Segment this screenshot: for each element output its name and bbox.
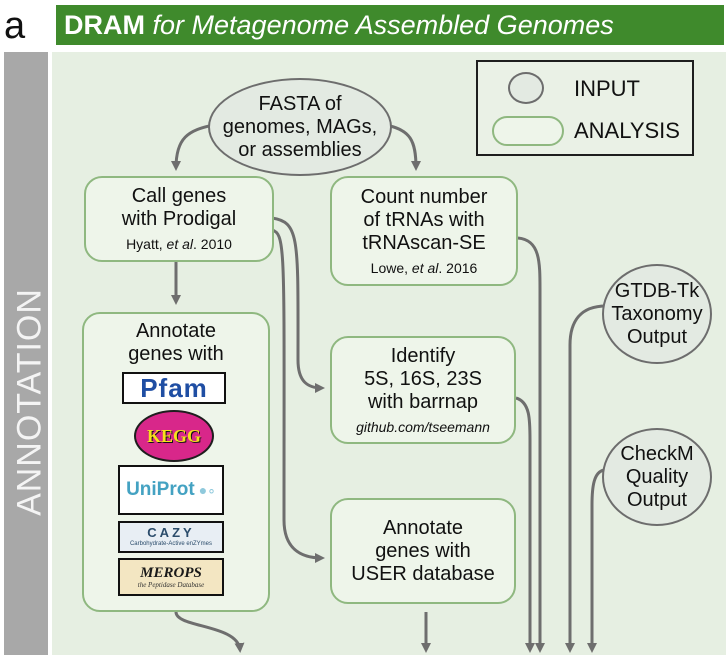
barrnap-cite-url: github.com/tseemann bbox=[356, 418, 490, 435]
legend-analysis-label: ANALYSIS bbox=[574, 118, 680, 143]
kegg-logo: KEGG bbox=[134, 410, 214, 462]
checkm-quality-node: CheckM Quality Output bbox=[602, 428, 712, 526]
kegg-logo-text: KEGG bbox=[146, 425, 201, 446]
uniprot-logo-text: UniProt bbox=[126, 479, 195, 500]
arrow-gtdb-down bbox=[565, 304, 607, 653]
merops-logo-subtitle: the Peptidase Database bbox=[137, 580, 205, 589]
barrnap-node: Identify 5S, 16S, 23S with barrnap githu… bbox=[330, 336, 516, 444]
user-database-node: Annotate genes with USER database bbox=[330, 498, 516, 604]
barrnap-citation: github.com/tseemann bbox=[356, 418, 490, 436]
barrnap-line-2: 5S, 16S, 23S bbox=[364, 367, 482, 390]
userdb-line-3: USER database bbox=[351, 562, 495, 585]
title-bold: DRAM bbox=[64, 10, 145, 40]
prodigal-node: Call genes with Prodigal Hyatt, et al. 2… bbox=[84, 176, 274, 262]
prodigal-line-1: Call genes bbox=[131, 185, 227, 207]
arrow-fasta-to-prodigal bbox=[171, 123, 215, 171]
arrow-trna-down bbox=[517, 236, 545, 653]
checkm-line-1: CheckM bbox=[620, 442, 694, 465]
trna-line-2: of tRNAs with bbox=[363, 208, 485, 231]
side-bar: ANNOTATION bbox=[4, 52, 49, 655]
trna-cite-etal: et al bbox=[411, 259, 439, 276]
legend-analysis-swatch bbox=[492, 116, 564, 146]
title-italic: for Metagenome Assembled Genomes bbox=[152, 10, 614, 40]
legend-input-swatch bbox=[508, 72, 544, 104]
uniprot-logo: UniProt ●∘ bbox=[118, 465, 224, 515]
annotate-line-1: Annotate bbox=[135, 320, 217, 342]
trna-line-3: tRNAscan-SE bbox=[362, 231, 486, 254]
checkm-line-2: Quality bbox=[625, 465, 689, 488]
fasta-line-1: FASTA of bbox=[258, 92, 342, 115]
merops-logo: MEROPS the Peptidase Database bbox=[118, 558, 224, 596]
barrnap-line-3: with barrnap bbox=[367, 390, 479, 413]
gtdb-taxonomy-node: GTDB-Tk Taxonomy Output bbox=[602, 264, 712, 364]
uniprot-dots-icon: ●∘ bbox=[198, 481, 216, 498]
arrow-annotate-down bbox=[174, 611, 245, 653]
arrow-barrnap-down bbox=[515, 396, 535, 653]
arrow-checkm-down bbox=[587, 468, 605, 653]
fasta-input-node: FASTA of genomes, MAGs, or assemblies bbox=[208, 78, 392, 176]
fasta-line-3: or assemblies bbox=[238, 138, 362, 161]
gtdb-line-1: GTDB-Tk bbox=[614, 279, 700, 302]
arrow-prodigal-to-userdb bbox=[271, 228, 325, 563]
prodigal-cite-etal: et al bbox=[166, 236, 193, 252]
gtdb-line-2: Taxonomy bbox=[611, 302, 703, 325]
gtdb-line-3: Output bbox=[626, 325, 688, 348]
trna-citation: Lowe, et al. 2016 bbox=[371, 259, 478, 277]
cazy-logo-text: CAZY bbox=[147, 525, 195, 540]
trna-cite-year: . 2016 bbox=[438, 259, 478, 276]
annotate-line-2: genes with bbox=[128, 343, 224, 365]
legend: INPUT ANALYSIS bbox=[476, 60, 694, 156]
merops-logo-text: MEROPS bbox=[140, 564, 202, 581]
trna-node: Count number of tRNAs with tRNAscan-SE L… bbox=[330, 176, 518, 286]
userdb-line-1: Annotate bbox=[382, 516, 464, 539]
prodigal-cite-year: . 2010 bbox=[193, 236, 232, 252]
panel-letter: a bbox=[4, 5, 26, 47]
prodigal-line-2: with Prodigal bbox=[121, 208, 237, 230]
legend-input-label: INPUT bbox=[574, 76, 640, 101]
trna-line-1: Count number bbox=[360, 185, 488, 208]
fasta-line-2: genomes, MAGs, bbox=[222, 115, 378, 138]
barrnap-line-1: Identify bbox=[390, 344, 456, 367]
pfam-logo-text: Pfam bbox=[140, 372, 208, 403]
userdb-line-2: genes with bbox=[375, 539, 471, 562]
trna-cite-author: Lowe, bbox=[370, 259, 412, 276]
cazy-logo-subtitle: Carbohydrate-Active enZYmes bbox=[129, 541, 213, 547]
arrow-prodigal-to-barrnap bbox=[271, 216, 325, 393]
checkm-line-3: Output bbox=[626, 488, 688, 511]
prodigal-cite-author: Hyatt, bbox=[126, 236, 167, 252]
cazy-logo: CAZY Carbohydrate-Active enZYmes bbox=[118, 521, 224, 553]
arrow-fasta-to-trna bbox=[385, 123, 421, 171]
prodigal-citation: Hyatt, et al. 2010 bbox=[126, 235, 232, 253]
page-title: DRAM for Metagenome Assembled Genomes bbox=[56, 5, 724, 45]
pfam-logo: Pfam bbox=[122, 372, 226, 404]
